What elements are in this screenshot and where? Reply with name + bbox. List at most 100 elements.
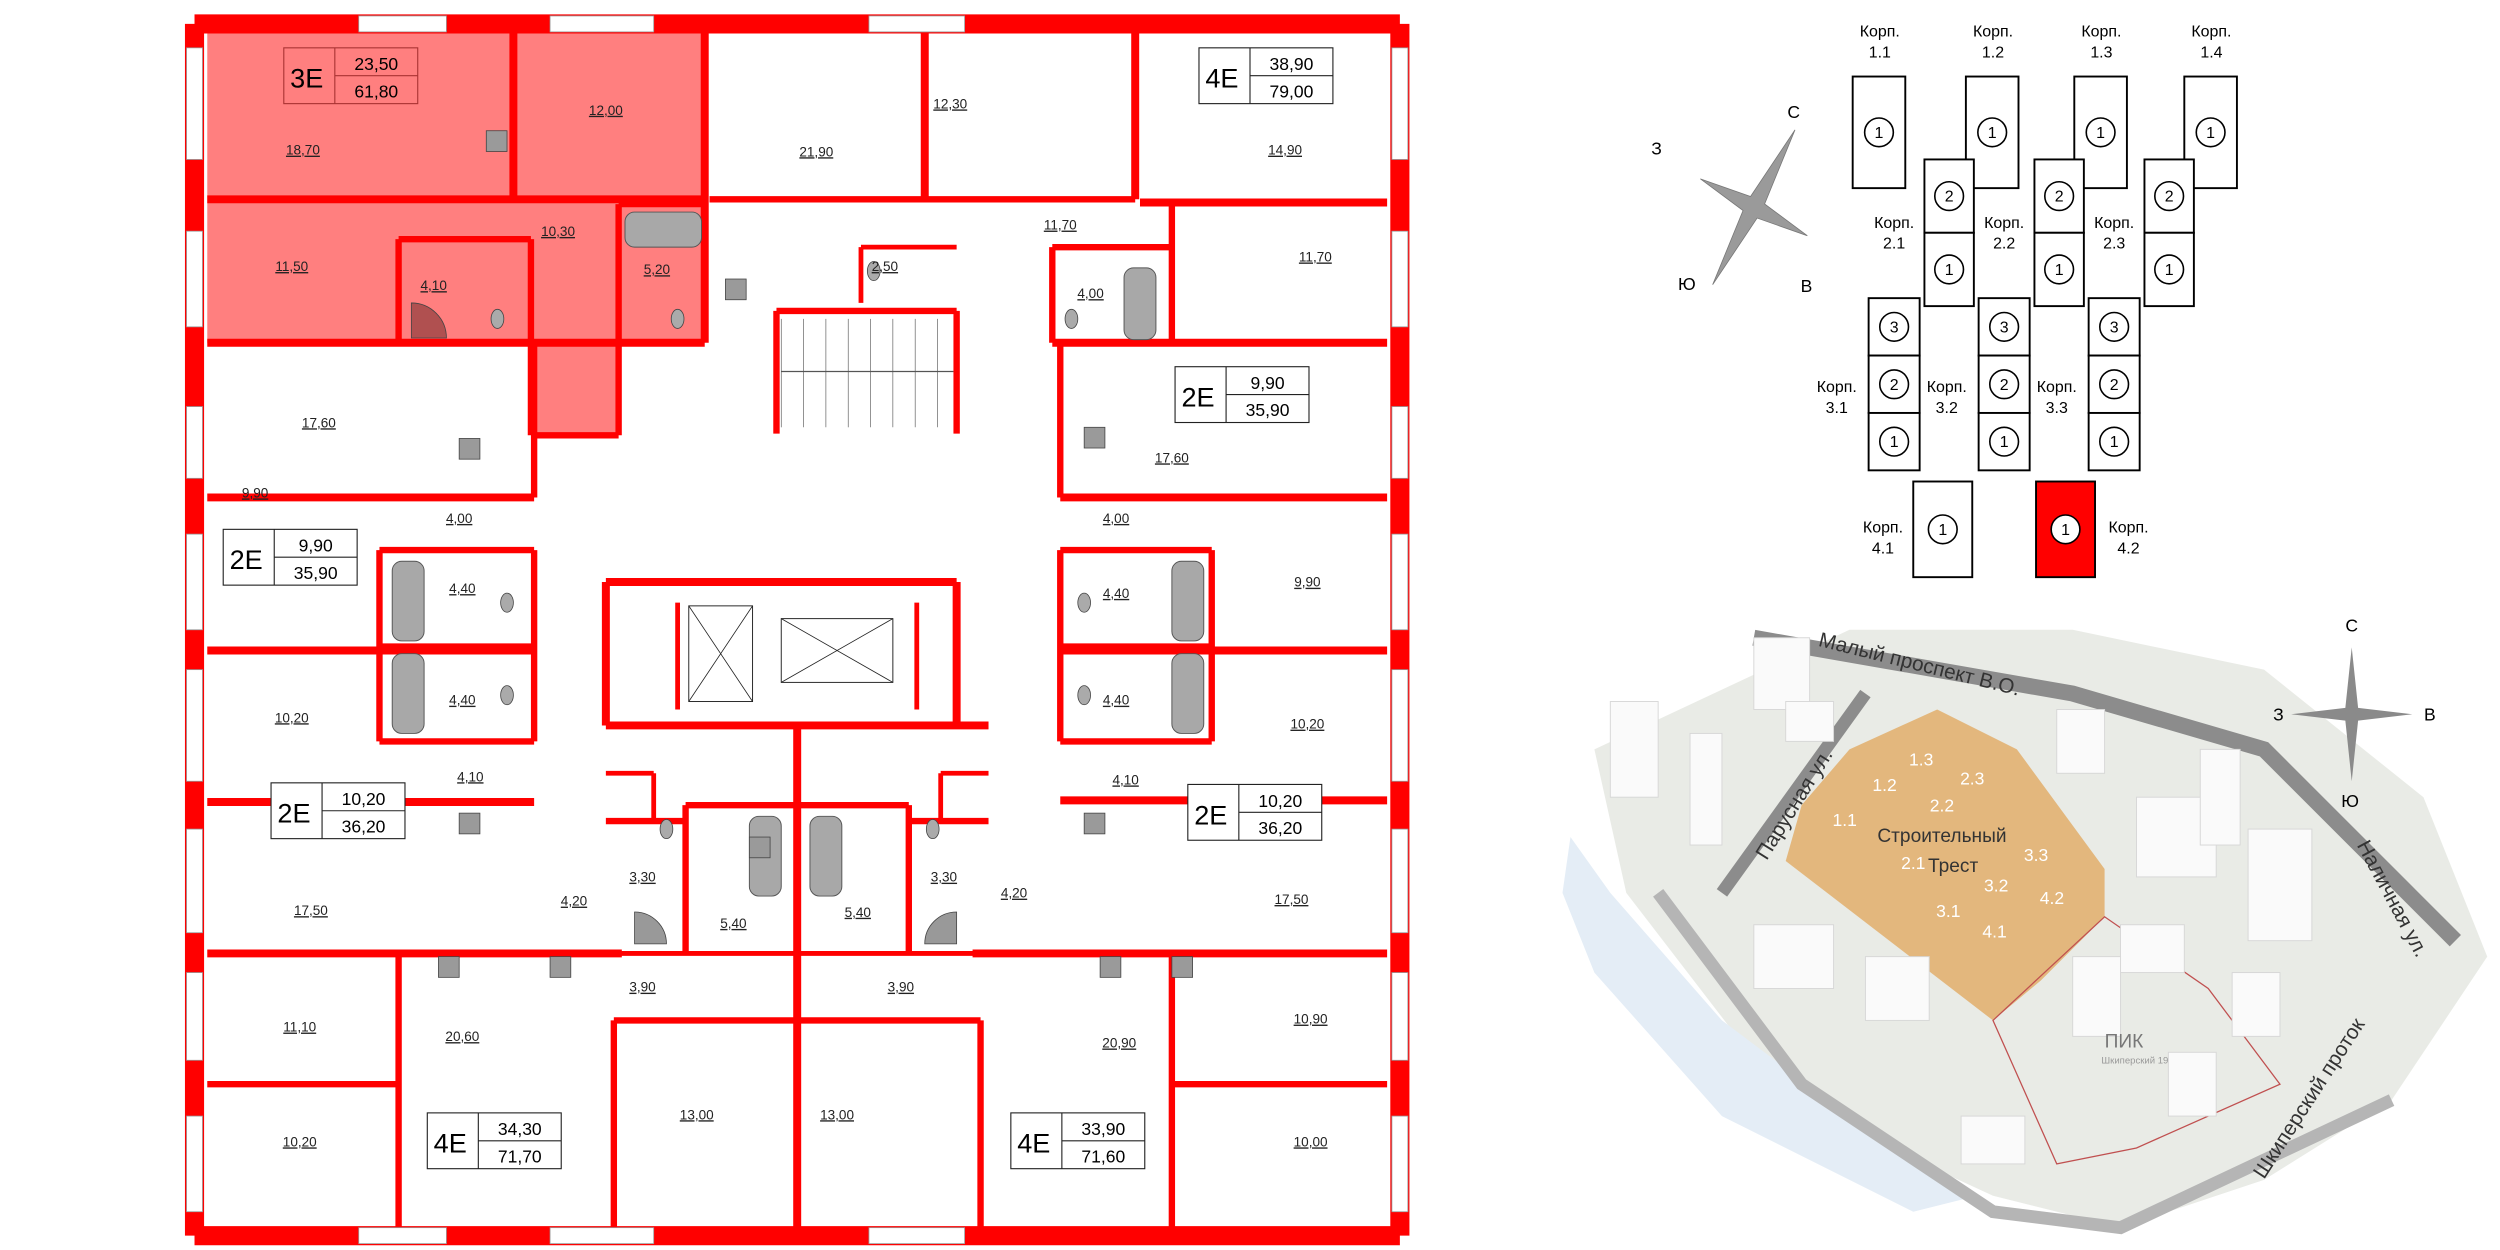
map-building-number[interactable]: 3.2	[1984, 875, 2008, 895]
section-number: 2	[2165, 189, 2174, 206]
section-circle	[1863, 117, 1895, 148]
room-area-label: 13,00	[680, 1107, 714, 1122]
site-map: Малый проспект В.О. Парусная ул. Налична…	[1562, 615, 2488, 1235]
corp-number: 1.3	[2090, 44, 2112, 61]
section-circle	[2099, 426, 2130, 457]
total-area: 36,20	[1258, 818, 1302, 838]
window	[186, 972, 203, 1061]
window	[186, 1115, 203, 1213]
room-area-label: 5,40	[845, 905, 871, 920]
map-building	[2231, 972, 2281, 1037]
total-area: 79,00	[1270, 81, 1314, 101]
apartment-badge[interactable]: 4Е 38,90 79,00	[1198, 47, 1334, 105]
window	[358, 1227, 447, 1245]
toilet-icon	[1077, 685, 1091, 706]
room-area-label: 4,10	[1112, 772, 1138, 787]
room-area-label: 14,90	[1268, 143, 1302, 158]
corp-label: Корп.	[1984, 215, 2024, 232]
window	[186, 533, 203, 631]
living-area: 38,90	[1270, 54, 1314, 74]
map-building-number[interactable]: 1.3	[1909, 749, 1933, 769]
map-building-number[interactable]: 1.2	[1872, 775, 1896, 795]
section-circle	[1927, 514, 1958, 545]
bathtub-icon	[1171, 560, 1205, 642]
section-number: 3	[2000, 319, 2009, 336]
compass-rose	[1700, 129, 1808, 285]
map-building-number[interactable]: 4.2	[2040, 888, 2064, 908]
section-circle	[2085, 117, 2116, 148]
floor-plan: 18,7012,0021,9012,3014,9011,5010,304,105…	[184, 14, 1410, 1246]
window	[186, 47, 203, 160]
map-building	[2167, 1051, 2217, 1117]
compass-north: С	[1787, 102, 1800, 122]
map-building-number[interactable]: 2.1	[1901, 853, 1925, 873]
section-circle	[2154, 254, 2185, 285]
windows	[186, 15, 1409, 1245]
map-building-number[interactable]: 2.2	[1930, 796, 1954, 816]
window	[186, 230, 203, 328]
corp-number: 3.3	[2046, 400, 2068, 417]
window	[186, 669, 203, 782]
room-area-label: 10,30	[541, 224, 575, 239]
corp-number: 1.1	[1869, 44, 1891, 61]
room-area-label: 12,30	[933, 96, 967, 111]
corp-label: Корп.	[2191, 24, 2231, 41]
map-building-number[interactable]: 2.3	[1960, 768, 1984, 788]
corp-label: Корп.	[1860, 24, 1900, 41]
map-building	[1689, 732, 1723, 846]
room-area-label: 20,60	[445, 1029, 479, 1044]
complex-highlight[interactable]	[1785, 709, 2105, 1021]
room-area-label: 17,60	[1155, 450, 1189, 465]
section-cell[interactable]	[2143, 158, 2195, 234]
toilet-icon	[670, 308, 685, 329]
shower-icon	[924, 911, 958, 945]
section-number: 1	[2061, 522, 2070, 539]
window	[186, 828, 203, 934]
map-building-number[interactable]: 1.1	[1833, 810, 1857, 830]
map-building-number[interactable]: 4.1	[1982, 922, 2006, 942]
apartment-type: 2Е	[1181, 382, 1214, 413]
shower-icon	[410, 302, 447, 339]
map-building-number[interactable]: 3.1	[1936, 901, 1960, 921]
section-number: 1	[1938, 522, 1947, 539]
room-area-label: 10,90	[1294, 1012, 1328, 1027]
apartment-type: 4Е	[1205, 63, 1238, 94]
room-area-label: 9,90	[1294, 575, 1320, 590]
map-building-number[interactable]: 3.3	[2024, 845, 2048, 865]
room-area-label: 11,10	[283, 1020, 316, 1035]
room-area-label: 3,90	[888, 980, 914, 995]
complex-name-line2: Трест	[1928, 856, 1978, 877]
map-building	[1960, 1115, 2026, 1165]
room-area-label: 11,70	[1299, 249, 1332, 264]
section-circle	[2195, 117, 2226, 148]
compass-south: Ю	[1678, 274, 1696, 294]
bathtub-icon	[1123, 267, 1157, 341]
corp-number: 2.1	[1883, 236, 1905, 253]
corp-number: 2.3	[2103, 236, 2125, 253]
section-number: 1	[2055, 262, 2064, 279]
section-circle	[1878, 426, 1910, 457]
corp-number: 3.1	[1826, 400, 1848, 417]
map-building	[2120, 924, 2185, 974]
section-cell[interactable]	[2033, 158, 2085, 234]
corp-number: 4.2	[2117, 540, 2139, 557]
selected-apartment-fill[interactable]	[207, 31, 705, 436]
